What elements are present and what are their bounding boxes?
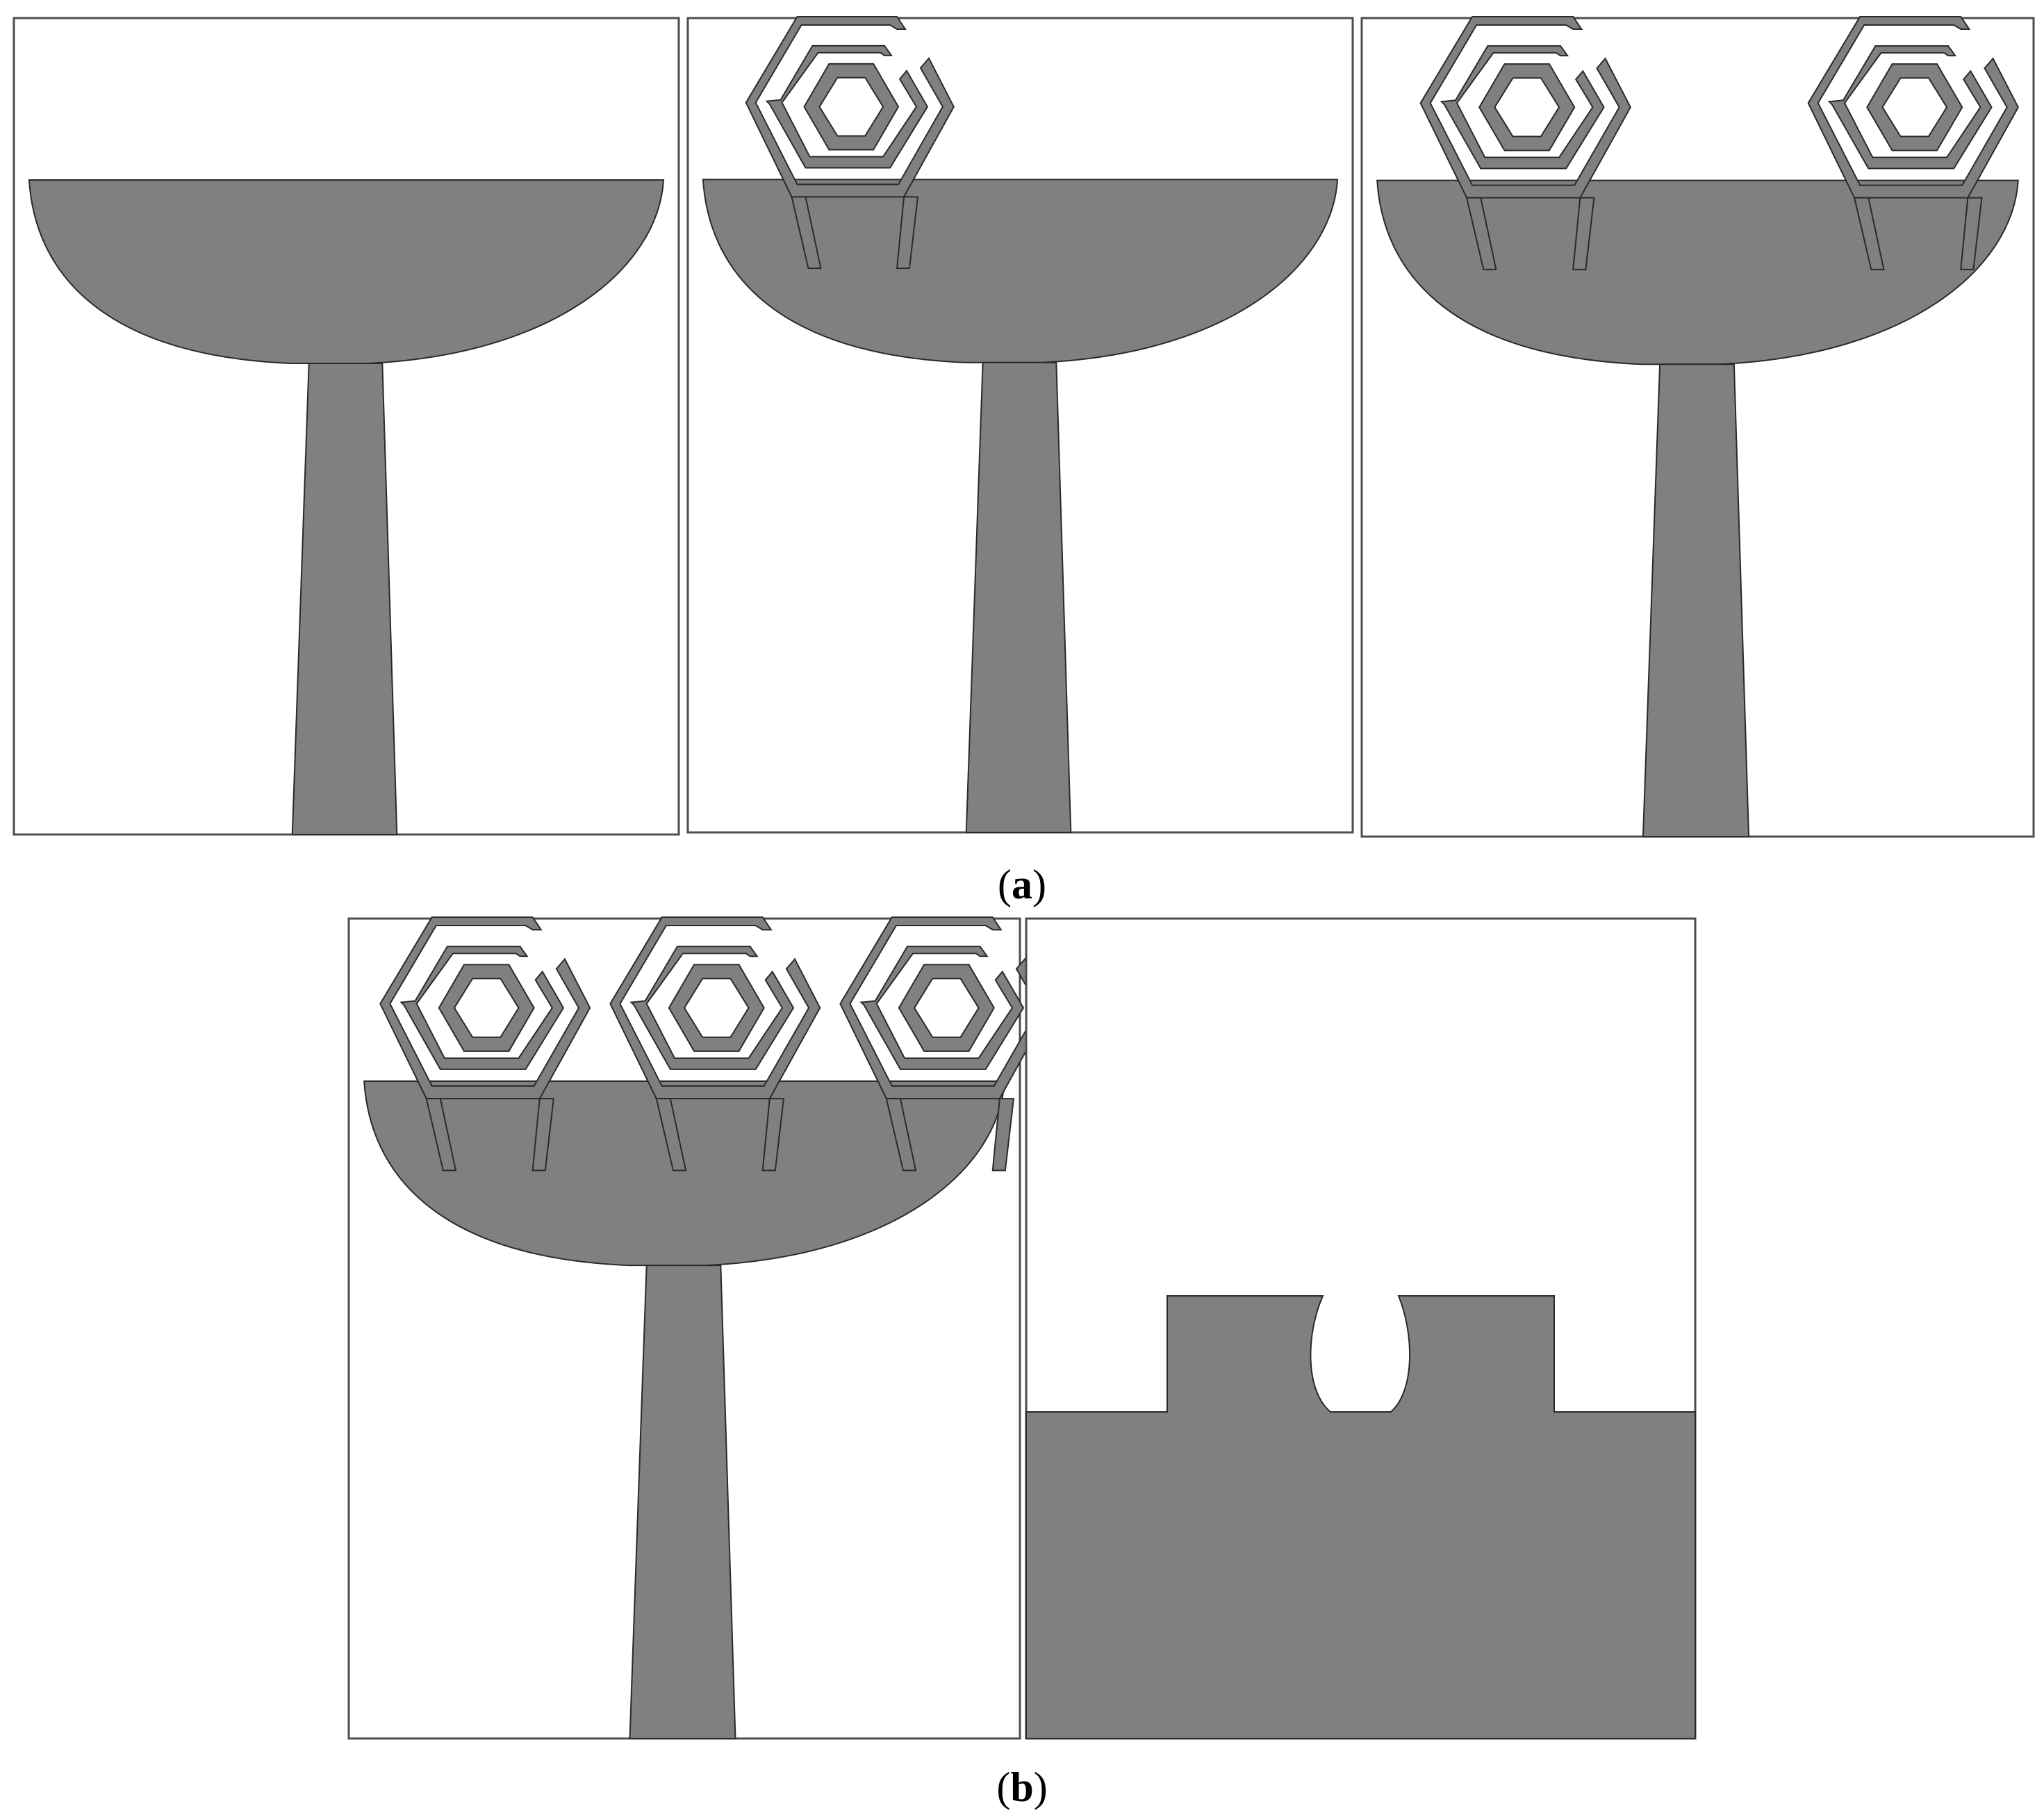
panel-a-3: [1360, 15, 2035, 838]
caption-a: (a): [998, 862, 1046, 907]
panel-b-1: [347, 916, 1051, 1740]
feed-line: [1642, 363, 1750, 838]
caption-b-letter: b: [1010, 1764, 1033, 1810]
feed-line: [965, 361, 1072, 833]
panel-a-1: [13, 17, 680, 836]
caption-b: (b): [996, 1764, 1047, 1810]
feed-line: [291, 363, 398, 835]
feed-line: [629, 1265, 736, 1740]
caption-a-letter: a: [1012, 862, 1032, 907]
ground-plane: [1025, 1295, 1696, 1739]
panel-b-2: [1025, 917, 1697, 1740]
panel-a-2: [686, 16, 1354, 834]
defected-ground-structure: [1025, 1295, 1696, 1739]
